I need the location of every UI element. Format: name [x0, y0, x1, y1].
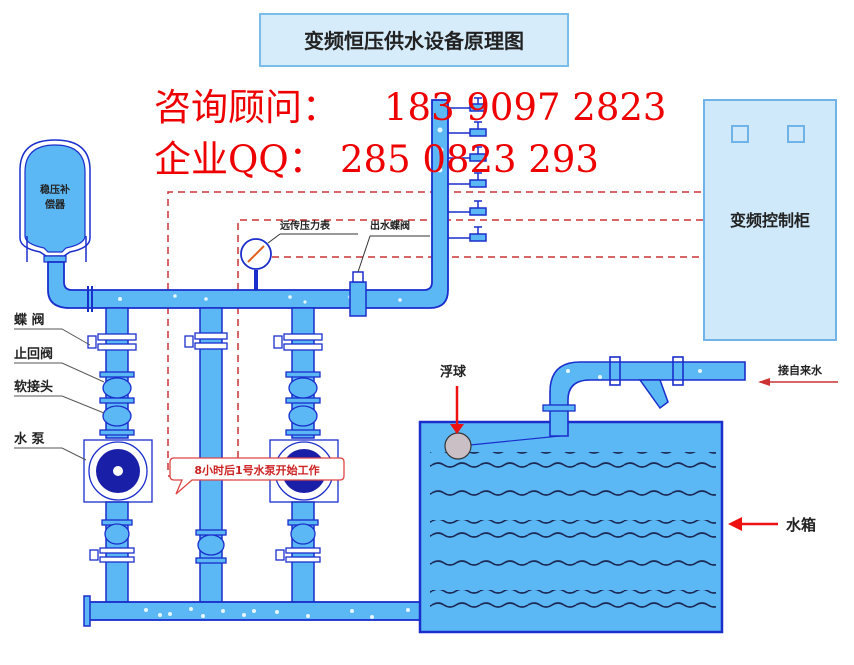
qq-label: 企业QQ： [154, 138, 326, 181]
water-tank [418, 420, 724, 634]
outlet-header-pipe [47, 99, 449, 312]
water-tank-arrow-icon [728, 517, 778, 531]
suction-header-pipe [83, 595, 421, 627]
pressure-tank-label-1: 稳压补 [40, 183, 70, 196]
consultant-phone: 183 9097 2823 [384, 86, 666, 129]
pressure-tank: 稳压补 偿器 [19, 139, 91, 263]
inlet-pipe [542, 356, 746, 437]
butterfly-valve-label: 蝶 阀 [14, 312, 45, 328]
pressure-gauge-icon [240, 233, 358, 290]
pump-branch-2 [269, 307, 339, 603]
pump-callout: 8小时后1号水泵开始工作 [169, 457, 345, 495]
title-box: 变频恒压供水设备原理图 [259, 13, 569, 67]
float-arrow-icon [450, 386, 464, 434]
check-valve-label: 止回阀 [14, 346, 53, 362]
control-cabinet-label: 变频控制柜 [730, 211, 810, 230]
contact-overlay: 咨询顾问： 183 9097 2823 企业QQ： 285 0823 293 [154, 86, 666, 181]
pressure-tank-label-2: 偿器 [45, 198, 66, 211]
tap-icon [448, 97, 487, 112]
tap-icon [448, 146, 487, 162]
bypass-branch [184, 307, 228, 603]
tap-icon [448, 200, 487, 216]
tap-water-inlet-label: 接自来水 [778, 363, 823, 377]
float-ball-label: 浮球 [440, 364, 467, 380]
water-pump-label: 水 泵 [14, 431, 45, 447]
qq-number: 285 0823 293 [340, 138, 599, 181]
remote-pressure-gauge-label: 远传压力表 [280, 219, 331, 232]
left-labels: 蝶 阀 止回阀 软接头 水 泵 [14, 312, 105, 461]
pump-callout-text: 8小时后1号水泵开始工作 [194, 463, 319, 477]
outlet-butterfly-valve-label: 出水蝶阀 [370, 219, 410, 232]
tap-icon [448, 172, 487, 188]
control-cabinet: 变频控制柜 [703, 99, 837, 341]
inlet-arrow-icon [758, 378, 838, 386]
diagram-title: 变频恒压供水设备原理图 [304, 29, 524, 53]
pump-branch-1 [83, 307, 153, 603]
tap-icon [448, 121, 487, 137]
consultant-label: 咨询顾问： [154, 86, 339, 129]
water-tank-label: 水箱 [786, 516, 816, 534]
float-ball-icon [444, 432, 472, 460]
outlet-butterfly-valve-icon [349, 235, 430, 317]
cabinet-indicator-icon [731, 125, 749, 143]
cabinet-indicator-icon [787, 125, 805, 143]
outlet-taps [448, 97, 487, 242]
soft-joint-label: 软接头 [14, 379, 53, 395]
tap-icon [448, 226, 487, 242]
